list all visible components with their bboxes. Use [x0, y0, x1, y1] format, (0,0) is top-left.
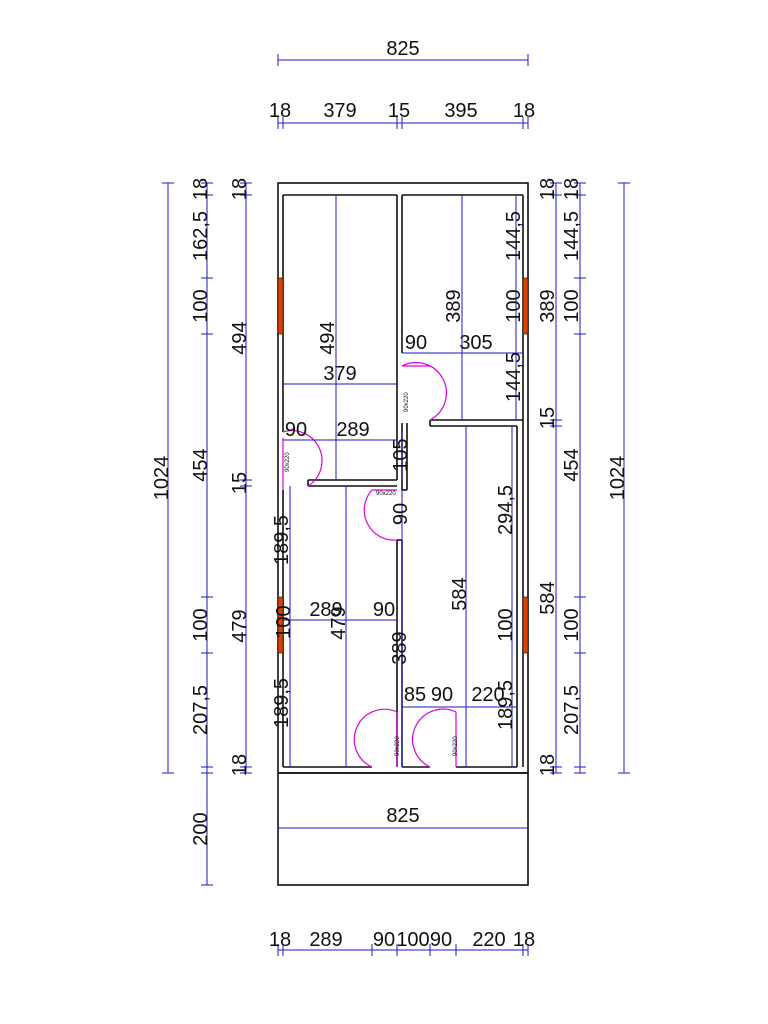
door-label-4: 90x220 [395, 736, 401, 756]
dim-left-room-0: 18 [229, 178, 251, 200]
window-right-upper [522, 277, 529, 335]
dim-top-seg-3: 395 [444, 100, 477, 122]
dim-right-inner-4: 454 [561, 448, 583, 481]
dim-bottom-seg-1: 289 [309, 929, 342, 951]
dim-bottom-seg-5: 220 [472, 929, 505, 951]
dim-bottom-seg-6: 18 [513, 929, 535, 951]
windows [277, 277, 529, 654]
dim-room2-door: 90 [405, 332, 427, 354]
dim-left-inner-1: 162,5 [190, 211, 212, 261]
dim-lower-door-v: 90 [390, 503, 412, 525]
dim-bot-220: 220 [471, 684, 504, 706]
dim-right-room-1: 389 [537, 289, 559, 322]
dim-bot-85: 85 [404, 684, 426, 706]
walls [277, 182, 529, 886]
dim-room2-window: 100 [503, 289, 525, 322]
dim-room4-294: 294,5 [495, 485, 517, 535]
dim-room2-lower: 144,5 [503, 352, 525, 402]
dim-left-inner-5: 207,5 [190, 685, 212, 735]
dim-room2-width: 305 [459, 332, 492, 354]
dim-right-overall: 1024 [607, 456, 629, 501]
dim-room2-height: 389 [443, 289, 465, 322]
dim-bottom-seg-4: 90 [430, 929, 452, 951]
window-right-lower [522, 596, 529, 654]
dim-room2-upper: 144,5 [503, 211, 525, 261]
dim-right-room-4: 18 [537, 754, 559, 776]
dim-room1-width: 379 [323, 363, 356, 385]
dim-hall-door: 90 [285, 419, 307, 441]
dim-right-room-3: 584 [537, 581, 559, 614]
dim-left-room-2: 15 [229, 472, 251, 494]
door-room2 [401, 362, 447, 421]
dim-bottom-seg-2: 90 [373, 929, 395, 951]
dim-room4-100: 100 [495, 608, 517, 641]
dim-mid-389: 389 [389, 631, 411, 664]
dim-room1-height: 494 [317, 321, 339, 354]
dim-right-inner-5: 100 [561, 608, 583, 641]
dim-top-seg-2: 15 [388, 100, 410, 122]
door-label-3: 90x220 [376, 491, 396, 497]
dim-left-inner-2: 100 [190, 289, 212, 322]
porch [277, 772, 529, 886]
dim-left-inner-3: 454 [190, 448, 212, 481]
dim-right-inner-2: 100 [561, 289, 583, 322]
dim-right-room-2: 15 [537, 407, 559, 429]
window-left-upper [277, 277, 284, 335]
dim-left-inner-4: 100 [190, 608, 212, 641]
door-bottom-left [353, 708, 398, 768]
dimension-lines [162, 54, 630, 956]
dim-room4-189: 189,5 [495, 680, 517, 730]
dim-room4-584: 584 [449, 577, 471, 610]
dim-room3-width: 289 [309, 599, 342, 621]
dim-right-inner-0: 18 [561, 178, 583, 200]
door-bottom-right [412, 708, 457, 768]
window-left-lower [277, 596, 284, 654]
doors [282, 362, 457, 768]
dim-room3-189b: 189,5 [271, 678, 293, 728]
dim-left-room-1: 494 [229, 321, 251, 354]
dim-bottom-seg-0: 18 [269, 929, 291, 951]
door-central [363, 489, 398, 541]
dim-bot-90: 90 [431, 684, 453, 706]
door-label-1: 90x220 [404, 392, 410, 412]
dim-left-inner-7: 200 [190, 812, 212, 845]
door-labels: 90x220 90x220 90x220 90x220 90x220 [285, 392, 459, 756]
dim-top-overall: 825 [386, 38, 419, 60]
door-label-2: 90x220 [285, 452, 291, 472]
door-room1 [282, 430, 323, 490]
dim-room3-height: 479 [328, 606, 350, 639]
dim-right-inner-1: 144,5 [561, 211, 583, 261]
dim-left-overall: 1024 [151, 456, 173, 501]
door-label-5: 90x220 [453, 736, 459, 756]
dim-hall-small: 105 [390, 438, 412, 471]
dimension-text: 825 18 379 15 395 18 18 289 90 100 90 22… [151, 38, 629, 951]
dim-right-room-0: 18 [537, 178, 559, 200]
dim-top-seg-1: 379 [323, 100, 356, 122]
dim-bottom-seg-3: 100 [396, 929, 429, 951]
dim-top-seg-0: 18 [269, 100, 291, 122]
dim-room3-door: 90 [373, 599, 395, 621]
dim-room3-100: 100 [273, 605, 295, 638]
dim-hall-width: 289 [336, 419, 369, 441]
dim-left-room-3: 479 [229, 609, 251, 642]
dim-porch-width: 825 [386, 805, 419, 827]
dim-right-inner-6: 207,5 [561, 685, 583, 735]
dim-left-inner-6: 18 [229, 754, 251, 776]
dim-room3-189a: 189,5 [271, 515, 293, 565]
dim-left-inner-0: 18 [190, 178, 212, 200]
dim-top-seg-4: 18 [513, 100, 535, 122]
